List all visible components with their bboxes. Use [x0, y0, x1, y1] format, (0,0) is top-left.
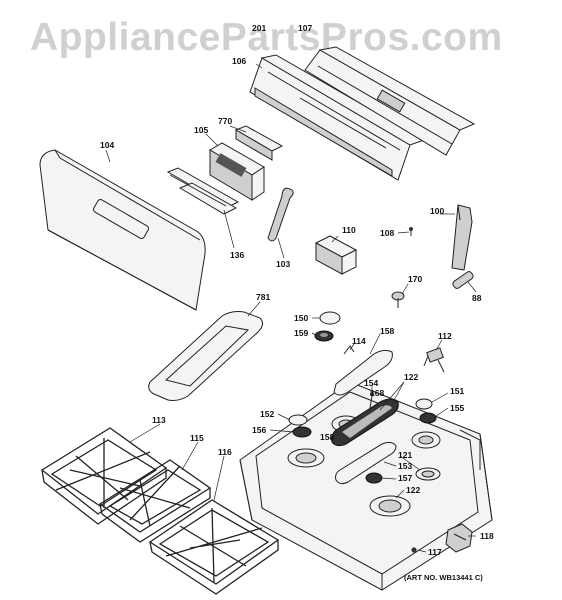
callout-88: 88 — [472, 293, 482, 303]
art-number: (ART NO. WB13441 C) — [404, 573, 483, 582]
overlay-136 — [166, 167, 240, 215]
callout-781: 781 — [256, 292, 270, 302]
bracket-118 — [445, 523, 473, 553]
cooktop-rail — [459, 429, 481, 470]
burner-cap-150 — [319, 311, 341, 325]
callout-168: 168 — [370, 388, 384, 398]
endcap-100 — [451, 204, 473, 271]
callout-106: 106 — [232, 56, 246, 66]
electronic-control-105 — [209, 142, 265, 201]
callout-157: 157 — [398, 473, 412, 483]
screw-108 — [409, 227, 413, 236]
burner-right-front — [369, 495, 411, 517]
grate-113 — [40, 427, 168, 525]
cap-157 — [365, 472, 383, 484]
grate-116 — [148, 499, 280, 595]
callout-100: 100 — [430, 206, 444, 216]
callout-153: 153 — [398, 461, 412, 471]
backguard-panel-106 — [249, 54, 426, 181]
callout-108: 108 — [380, 228, 394, 238]
backguard-panel-107 — [304, 46, 476, 156]
callout-159: 159 — [294, 328, 308, 338]
callout-156: 156 — [252, 425, 266, 435]
callout-154: 154 — [364, 378, 378, 388]
callout-105: 105 — [194, 125, 208, 135]
callout-110: 110 — [342, 225, 356, 235]
callout-151: 151 — [450, 386, 464, 396]
watermark-text: AppliancePartsPros.com — [30, 16, 503, 59]
bracket-770 — [234, 125, 284, 161]
callout-104: 104 — [100, 140, 114, 150]
burner-right-back — [411, 431, 441, 449]
callout-158-top: 158 — [380, 326, 394, 336]
callout-112: 112 — [438, 331, 452, 341]
callout-114: 114 — [352, 336, 366, 346]
burner-left-front — [287, 448, 325, 468]
harness-103 — [267, 187, 294, 242]
callout-107: 107 — [298, 23, 312, 33]
burner-center-122 — [415, 467, 441, 481]
screw-170 — [391, 291, 405, 308]
oval-burner-158 — [331, 398, 399, 447]
cap-156 — [292, 426, 312, 438]
cap-151 — [415, 398, 433, 410]
callout-770: 770 — [218, 116, 232, 126]
callout-122-top: 122 — [404, 372, 418, 382]
callout-122-bottom: 122 — [406, 485, 420, 495]
leg-88 — [452, 271, 474, 289]
leader-lines — [105, 63, 477, 553]
screw-117 — [411, 547, 417, 553]
cap-155 — [419, 412, 437, 424]
callout-117: 117 — [428, 547, 442, 557]
callout-136: 136 — [230, 250, 244, 260]
valve-112 — [423, 347, 445, 373]
cap-152 — [288, 414, 308, 426]
griddle-781 — [148, 311, 264, 401]
callout-103: 103 — [276, 259, 290, 269]
burner-cover-158 — [333, 349, 393, 396]
clip-114 — [343, 345, 355, 355]
callout-115: 115 — [190, 433, 204, 443]
callout-labels: 201 107 106 104 770 105 136 103 110 108 … — [100, 23, 494, 557]
callout-201: 201 — [252, 23, 266, 33]
ignitor-switch-110 — [314, 235, 358, 275]
callout-150: 150 — [294, 313, 308, 323]
callout-116: 116 — [218, 447, 232, 457]
callout-170: 170 — [408, 274, 422, 284]
callout-121: 121 — [398, 450, 412, 460]
callout-158-mid: 158 — [320, 432, 334, 442]
callout-118: 118 — [480, 531, 494, 541]
callout-155: 155 — [450, 403, 464, 413]
oval-grate-153 — [335, 441, 397, 485]
callout-152: 152 — [260, 409, 274, 419]
grate-115 — [98, 459, 212, 543]
callout-113: 113 — [152, 415, 166, 425]
burner-head-159 — [314, 330, 334, 342]
control-panel-104 — [39, 149, 206, 311]
